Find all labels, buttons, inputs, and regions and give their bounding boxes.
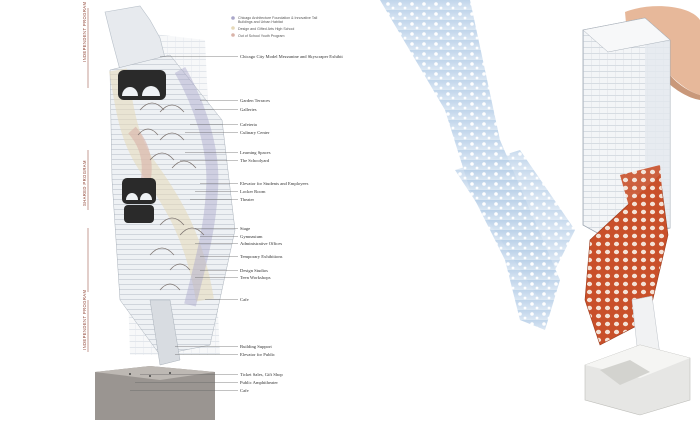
callout-label: Stage: [240, 226, 251, 231]
legend-swatches: [231, 16, 235, 37]
callout-label: Culinary Center: [240, 130, 270, 135]
callout-label: Cafeteria: [240, 122, 257, 127]
callout-label: Gymnasium: [240, 234, 263, 239]
callout-label: Temporary Exhibitions: [240, 254, 283, 259]
program-label-shared: SHARED PROGRAM: [82, 160, 87, 206]
model-photo: [380, 0, 700, 416]
callout-label: Teen Workshops: [240, 275, 271, 280]
callout-label: Learning Spaces: [240, 150, 271, 155]
legend-item-caf: Chicago Architecture Foundation & Innova…: [238, 16, 318, 24]
program-label-bottom: INDEPENDENT PROGRAM: [82, 289, 87, 350]
callout-label: Cafe: [240, 297, 249, 302]
callout-label: Elevator for Students and Employees: [240, 181, 309, 186]
callout-label: Locker Room: [240, 189, 266, 194]
callout-label: Public Amphitheater: [240, 380, 278, 385]
callout-label: Administrative Offices: [240, 241, 283, 246]
callout-label: The Schoolyard: [240, 158, 270, 163]
legend-swatch: [231, 26, 235, 30]
legend-item-school: Design and Gifted Arts High School: [238, 27, 295, 31]
callout-label: Building Support: [240, 344, 272, 349]
legend-swatch: [231, 16, 235, 20]
callout-label: Design Studios: [240, 268, 268, 273]
callout-label: Chicago City Model Mezzanine and Skyscra…: [240, 54, 343, 59]
callout-label: Ticket Sales, Gift Shop: [240, 372, 283, 377]
callout-label: Elevator for Public: [240, 352, 275, 357]
legend-swatch: [231, 33, 235, 37]
callout-leaders: [130, 56, 238, 391]
section-diagram: [95, 5, 236, 420]
callout-label: Theater: [240, 197, 255, 202]
callout-label: Galleries: [240, 107, 257, 112]
callout-label: Cafe: [240, 388, 249, 393]
legend-item-youth: Out of School Youth Program: [238, 34, 285, 38]
callout-label: Garden Terraces: [240, 98, 271, 103]
program-label-top: INDEPENDENT PROGRAM: [82, 1, 87, 62]
